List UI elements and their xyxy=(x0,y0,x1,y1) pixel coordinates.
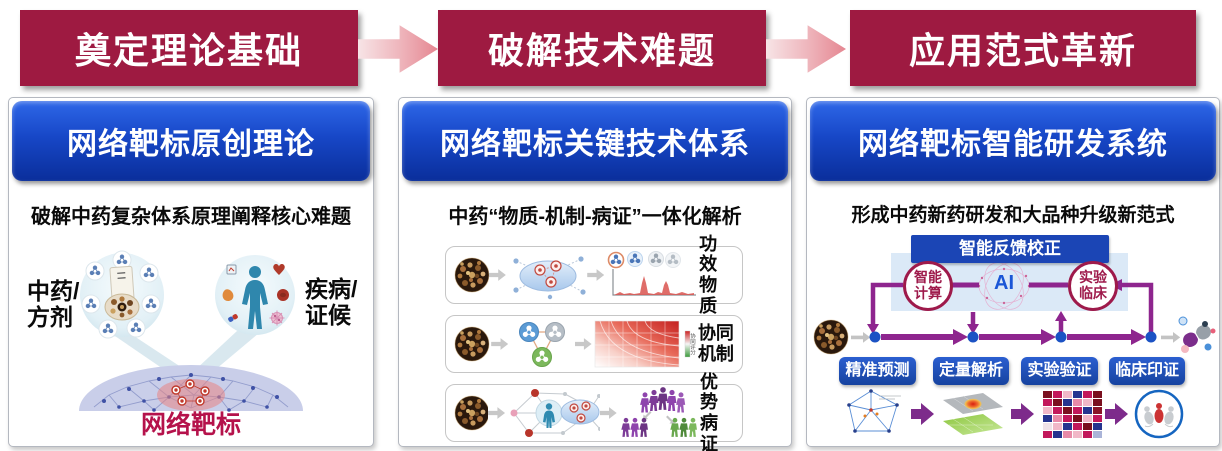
disease-network-graphic xyxy=(510,389,600,437)
banner-theory: 网络靶标原创理论 xyxy=(12,101,370,181)
ai-network-icon xyxy=(977,262,1031,310)
arrow-right-icon xyxy=(587,269,605,281)
network-target-label: 网络靶标 xyxy=(141,410,241,439)
left-label-line2: 方剂 xyxy=(27,304,73,330)
feedback-banner: 智能反馈校正 xyxy=(911,235,1109,263)
card-technology: 网络靶标关键技术体系 中药“物质-机制-病证”一体化解析 xyxy=(398,97,792,451)
capsule-icon xyxy=(1178,316,1216,353)
surface-plot-icon xyxy=(943,393,1003,435)
button-precise-prediction: 精准预测 xyxy=(839,357,916,385)
pipeline-nodes xyxy=(869,331,1157,343)
herb-ball-icon xyxy=(813,319,849,355)
compound-spectrum-graphic xyxy=(607,251,697,296)
pipeline-arrows xyxy=(881,329,1146,345)
herb-bowl-icon xyxy=(104,293,140,321)
herb-ball-icon xyxy=(454,395,489,431)
flow-arrow-icon xyxy=(358,25,438,73)
theory-graphic: 中药/ 方剂 疾病/ 证候 网络靶标 xyxy=(27,250,358,439)
row-label: 协同机制 xyxy=(697,323,734,364)
arrow-right-icon xyxy=(488,407,506,419)
disease-circle xyxy=(215,255,295,335)
node-experiment-clinic: 实验 临床 xyxy=(1068,261,1118,311)
subtitle-application: 形成中药新药研发和大品种升级新范式 xyxy=(851,205,1175,226)
node-intelligent-computing: 智能 计算 xyxy=(903,261,953,311)
arrow-right-icon xyxy=(851,332,871,343)
virus-icon xyxy=(269,310,285,326)
flow-step-theory: 奠定理论基础 xyxy=(20,10,358,86)
molecule-triangle-graphic xyxy=(519,322,566,367)
subtitle-technology: 中药“物质-机制-病证”一体化解析 xyxy=(448,206,742,228)
feedback-loop-lines xyxy=(870,282,1154,337)
beam-right xyxy=(194,331,259,375)
patient-groups-graphic xyxy=(620,387,697,437)
arrow-right-icon xyxy=(488,269,506,281)
synergy-axis-label: 协同评分 xyxy=(689,332,696,357)
flow-step-label: 应用范式革新 xyxy=(908,30,1137,71)
button-quantitative-analysis: 定量解析 xyxy=(933,357,1009,385)
arrow-right-icon xyxy=(599,407,617,419)
arrow-right-icon xyxy=(491,338,509,350)
blood-cell-icon xyxy=(277,289,289,301)
herb-ball-icon xyxy=(454,257,489,293)
flow-step-label: 破解技术难题 xyxy=(487,30,716,71)
flow-arrow-icon xyxy=(766,25,846,73)
beam-left xyxy=(112,334,187,375)
arrow-right-icon xyxy=(911,403,1128,425)
subtitle-theory: 破解中药复杂体系原理阐释核心难题 xyxy=(31,206,351,228)
flow-step-label: 奠定理论基础 xyxy=(74,30,303,71)
card-application: 网络靶标智能研发系统 形成中药新药研发和大品种升级新范式 智能反馈校正 智能 计… xyxy=(806,97,1220,447)
ai-label: AI xyxy=(994,272,1014,294)
tech-row-disease: 优势病证 xyxy=(445,372,743,451)
banner-technology: 网络靶标关键技术体系 xyxy=(402,101,788,181)
spectrum-peaks xyxy=(614,276,695,295)
banner-application: 网络靶标智能研发系统 xyxy=(810,101,1216,181)
monitor-icon xyxy=(226,264,237,275)
network-extraction-graphic xyxy=(513,256,586,300)
arrow-right-icon xyxy=(574,338,592,350)
right-label-line1: 疾病/ xyxy=(305,276,358,302)
flow-step-technology: 破解技术难题 xyxy=(438,10,766,86)
wireframe-network-icon xyxy=(847,389,901,433)
spectrum-axis xyxy=(612,269,697,296)
heart-icon xyxy=(273,264,285,275)
color-scale-bar xyxy=(684,330,690,358)
tech-row-substance: 功效物质 xyxy=(445,234,743,316)
left-label-line1: 中药/ xyxy=(27,278,80,304)
stomach-icon xyxy=(222,289,234,301)
card-theory: 网络靶标原创理论 破解中药复杂体系原理阐释核心难题 xyxy=(8,97,374,447)
right-label-line2: 证候 xyxy=(305,302,352,328)
herbal-formula-circle xyxy=(80,250,164,339)
button-experimental-validation: 实验验证 xyxy=(1021,357,1098,385)
tech-row-mechanism: 协同评分 协同机制 xyxy=(445,315,743,373)
flow-step-application: 应用范式革新 xyxy=(850,10,1196,86)
pills-icon xyxy=(228,314,238,322)
animal-experiment-icon xyxy=(1134,389,1184,439)
human-figure-icon xyxy=(242,266,268,329)
row-label: 功效物质 xyxy=(699,233,718,316)
synergy-heatmap-graphic: 协同评分 xyxy=(594,320,696,368)
network-dome-icon xyxy=(79,365,303,412)
arrow-right-icon xyxy=(1161,332,1181,343)
patient-icon xyxy=(543,403,556,428)
button-clinical-confirmation: 临床印证 xyxy=(1109,357,1185,385)
row-label: 优势病证 xyxy=(699,371,718,451)
herb-ball-icon xyxy=(454,326,490,362)
heatmap-grid-icon xyxy=(1043,391,1102,438)
